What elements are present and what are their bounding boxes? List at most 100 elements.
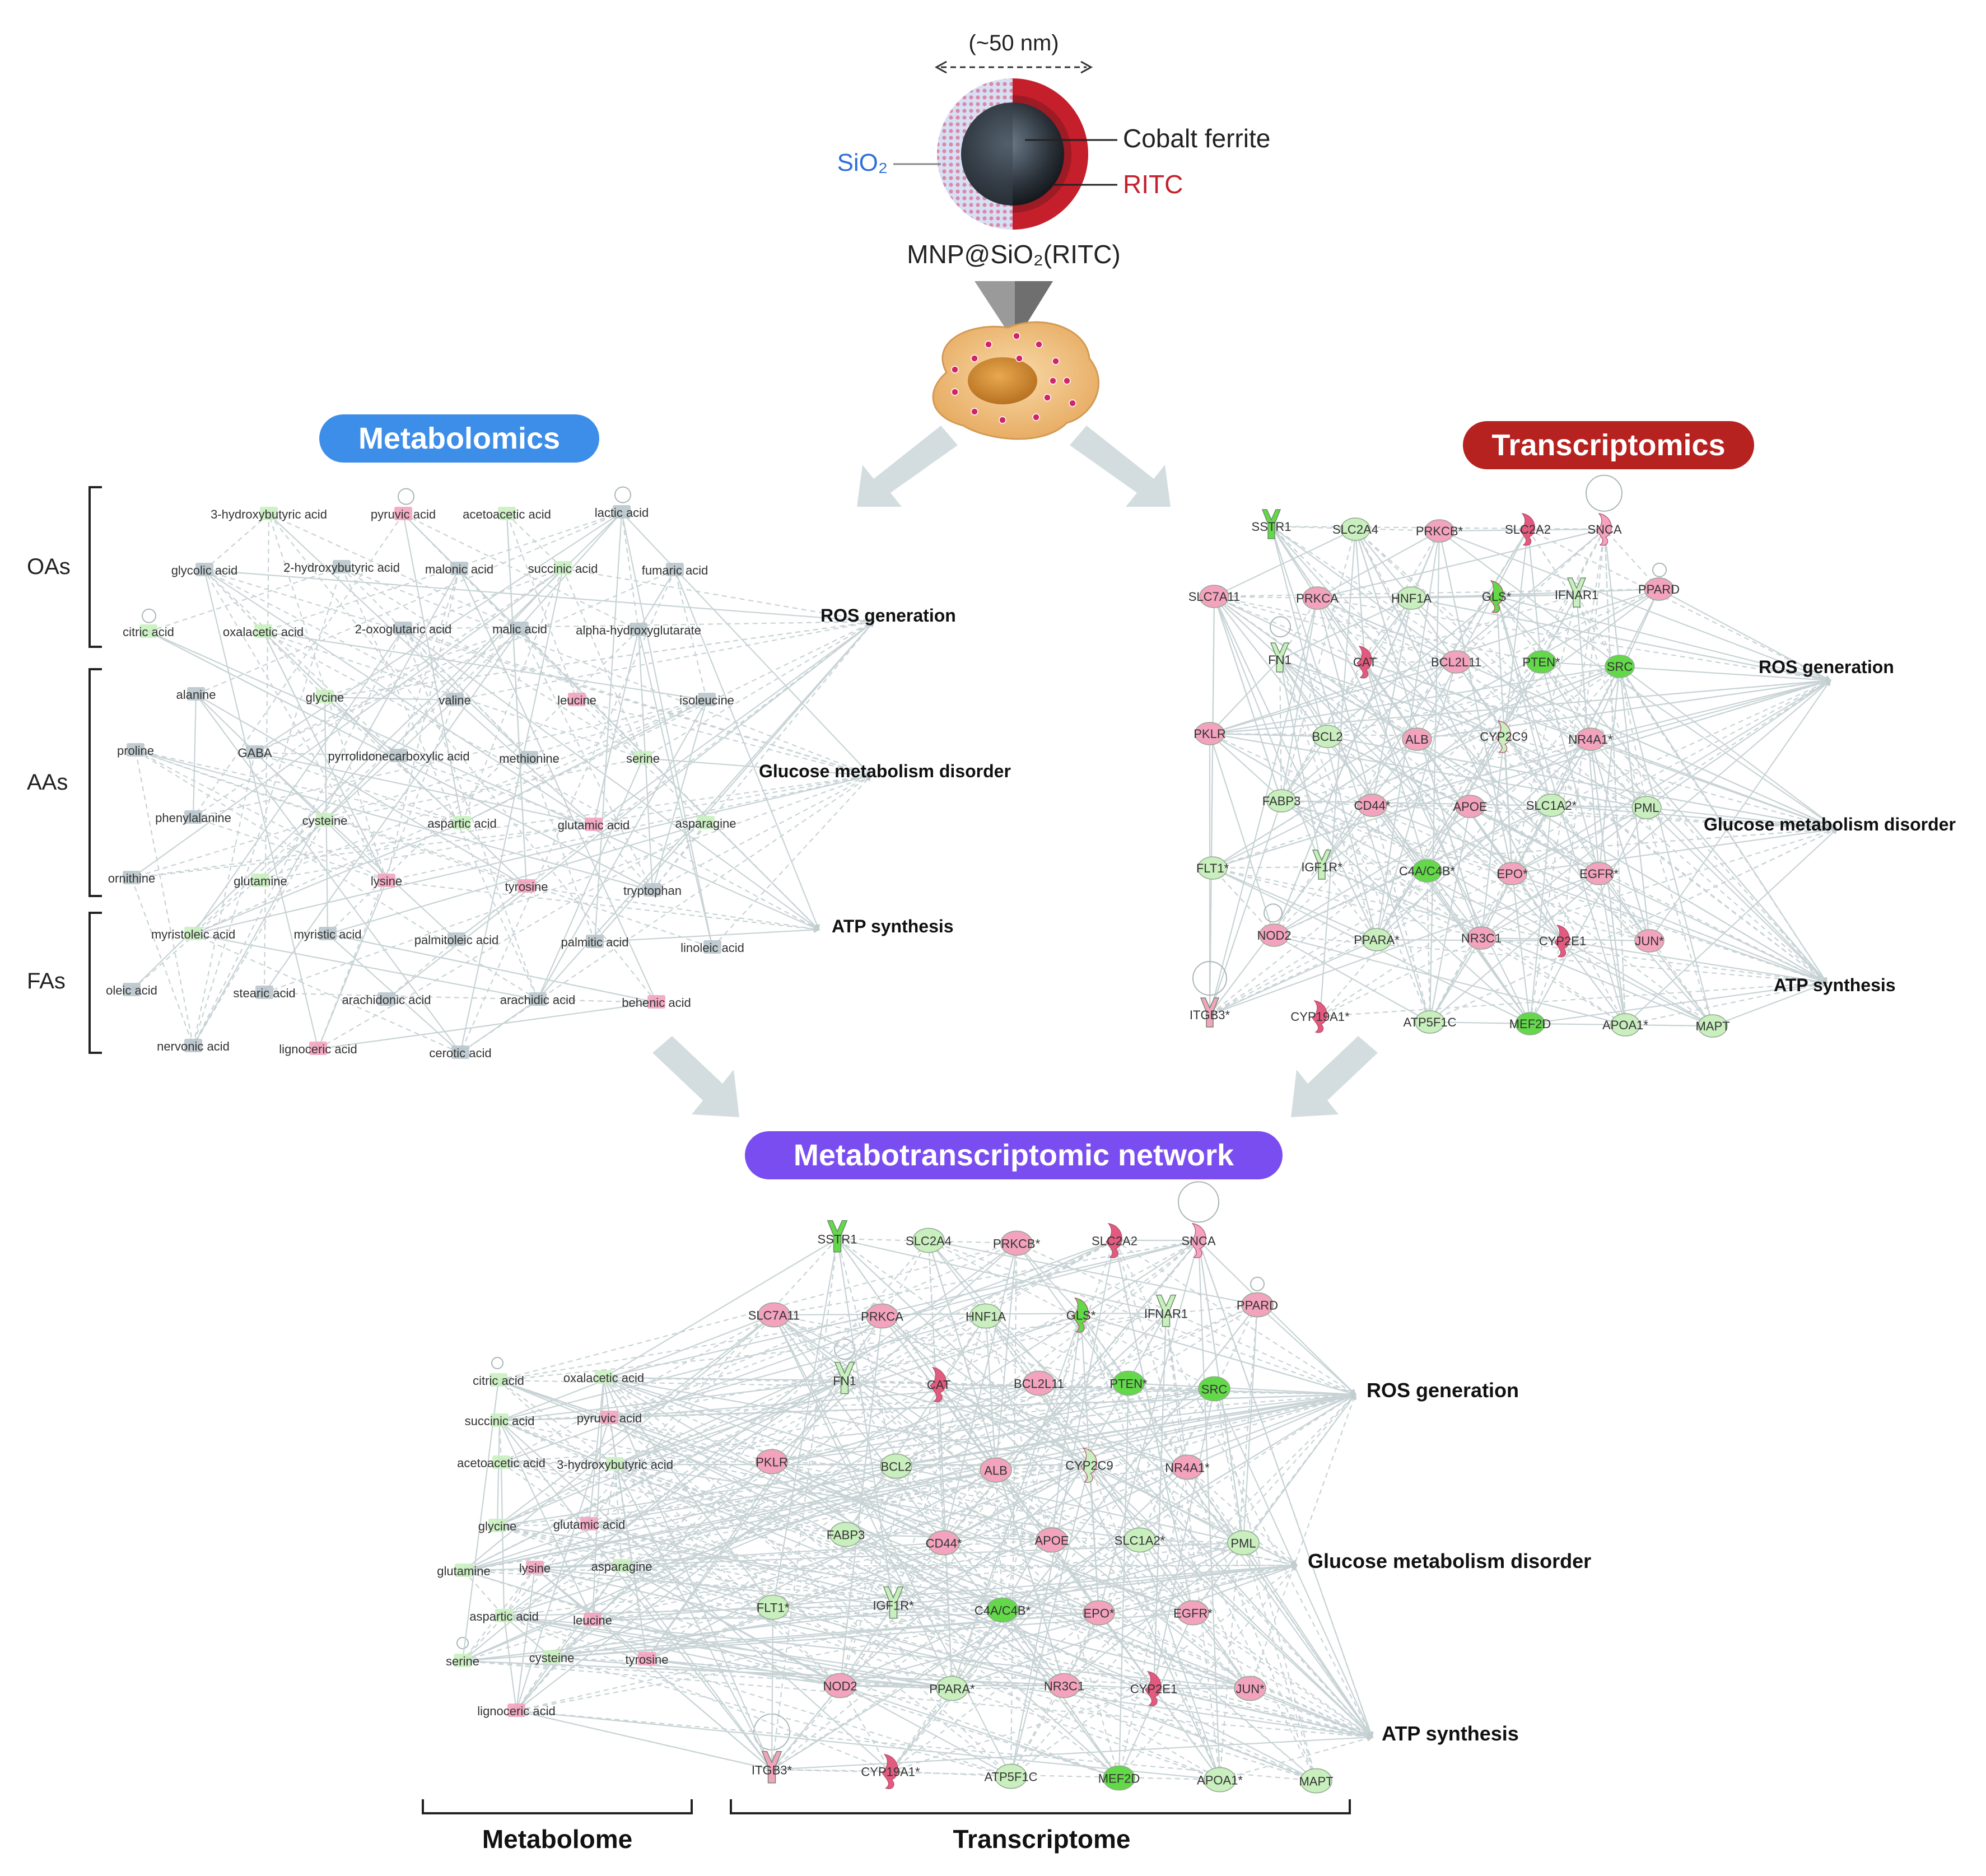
metabolite-label: malonic acid: [425, 562, 493, 576]
network-edge: [254, 752, 457, 940]
gene-marker: [1300, 1768, 1332, 1794]
gene-marker: [1605, 655, 1635, 678]
gene-label: CD44*: [926, 1537, 962, 1551]
metabolite-marker: [187, 687, 205, 701]
metabolite-label: serine: [446, 1654, 479, 1668]
network-edge: [1603, 529, 1629, 1026]
gene-node: PRKCA: [861, 1303, 903, 1329]
network-edge: [1151, 1388, 1215, 1690]
network-edge: [130, 824, 594, 881]
network-edge: [1279, 598, 1412, 661]
gene-node: BCL2: [1312, 725, 1343, 748]
network-edge: [1319, 528, 1358, 1017]
metabolite-node: 2-oxoglutaric acid: [355, 622, 451, 636]
gene-marker: [1497, 862, 1527, 885]
arrow-to-transcriptomics: [1070, 426, 1171, 507]
nanoparticle-name: MNP@SiO₂(RITC): [907, 240, 1120, 269]
network-edge: [835, 1237, 894, 1606]
network-edge: [621, 1565, 1374, 1739]
cell-illustration: [932, 321, 1100, 440]
network-edge: [1429, 1020, 1532, 1027]
network-edge: [268, 513, 530, 759]
gene-label: CAT: [927, 1378, 950, 1392]
gene-node: SLC2A2: [1092, 1222, 1137, 1258]
network-edge: [1496, 595, 1832, 683]
network-edge: [1376, 736, 1504, 941]
metabolite-marker: [394, 507, 412, 520]
gene-node: SRC: [1605, 655, 1635, 678]
transcriptome-brace: [730, 1799, 1351, 1814]
gene-label: SLC2A4: [906, 1234, 952, 1248]
transcriptomics-title: Transcriptomics: [1491, 428, 1725, 462]
network-edge: [1281, 588, 1660, 801]
metabolite-marker: [184, 927, 202, 940]
arrow-tx-to-network: [1291, 1036, 1378, 1117]
gene-marker: [1441, 650, 1471, 674]
metabolite-label: phenylalanine: [155, 811, 231, 825]
fas-label: FAs: [27, 969, 66, 993]
gene-marker: [1415, 1010, 1445, 1034]
network-edge: [462, 1660, 1155, 1692]
network-edge: [326, 932, 657, 1004]
self-loop: [1264, 903, 1283, 923]
gene-marker: [927, 1530, 960, 1556]
network-edge: [839, 1383, 940, 1686]
network-edge: [323, 694, 455, 701]
network-title: Metabotranscriptomic network: [794, 1138, 1234, 1172]
gene-marker: [761, 1751, 782, 1784]
network-edge: [497, 1525, 1374, 1739]
network-edge: [551, 1656, 1013, 1779]
network-edge: [534, 1238, 838, 1569]
network-edge: [1271, 526, 1592, 740]
network-edge: [588, 1523, 1220, 1781]
network-edge: [323, 757, 644, 823]
metabolite-label: aspartic acid: [427, 816, 497, 830]
metabolite-node: citric acid: [123, 624, 174, 639]
metabolite-label: asparagine: [675, 816, 736, 830]
gene-label: PTEN*: [1109, 1377, 1148, 1391]
metabolite-marker: [492, 1455, 510, 1469]
metabolite-marker: [454, 1654, 472, 1667]
network-edge: [462, 1660, 954, 1691]
gene-label: EPO*: [1497, 867, 1527, 881]
network-edge: [204, 569, 873, 777]
network-edge: [1208, 939, 1377, 1016]
metabolite-node: succinic acid: [465, 1413, 534, 1428]
network-edge: [589, 1387, 1216, 1525]
metabolite-marker: [584, 1613, 602, 1626]
size-arrow-right-head: [1080, 60, 1093, 74]
metabolite-node: methionine: [499, 751, 560, 766]
network-edge: [324, 619, 875, 698]
gene-label: GLS*: [1066, 1309, 1096, 1323]
network-edge: [1002, 1393, 1356, 1611]
network-edge: [551, 1239, 1200, 1658]
network-edge: [1163, 1312, 1221, 1780]
gene-label: EGFR*: [1173, 1607, 1213, 1621]
network-edge: [1281, 800, 1626, 1026]
network-edge: [995, 1242, 1019, 1471]
gene-label: PRKCA: [1296, 591, 1339, 605]
gene-marker: [756, 1449, 788, 1474]
gene-label: CYP2E1: [1539, 934, 1586, 948]
network-edge: [1198, 1240, 1356, 1396]
gene-node: C4A/C4B*: [1399, 859, 1456, 883]
internalized-nanoparticle: [1069, 399, 1076, 407]
network-edge: [620, 1564, 1065, 1687]
network-edge: [1279, 659, 1648, 809]
gene-label: IGF1R*: [1301, 860, 1342, 874]
network-edge: [836, 1238, 1039, 1384]
metabolomics-pill-bg: [319, 414, 599, 463]
gene-label: MAPT: [1299, 1775, 1333, 1789]
network-edge: [503, 1243, 1017, 1617]
network-edge: [1646, 807, 1828, 984]
network-edge: [614, 1379, 846, 1466]
metabolite-node: tryptophan: [623, 883, 682, 898]
gene-label: SLC2A4: [1332, 522, 1378, 536]
network-edge: [1364, 661, 1513, 875]
gene-label: JUN*: [1236, 1682, 1265, 1696]
network-edge: [1118, 1382, 1132, 1779]
internalized-nanoparticle: [951, 366, 959, 374]
network-edge: [1503, 736, 1828, 984]
gene-marker: [1455, 795, 1485, 818]
network-edge: [837, 1238, 1168, 1315]
